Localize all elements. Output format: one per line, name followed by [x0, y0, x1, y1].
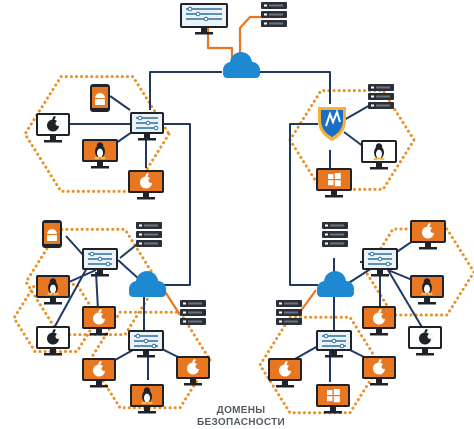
admin-workstation-mid-left[interactable] [82, 248, 118, 277]
server-rack-icon [261, 2, 287, 27]
android-tablet-icon [95, 93, 105, 105]
link-cloud-top-right-branch [258, 71, 331, 104]
admin-workstation-icon [84, 250, 116, 268]
link-ml-android [65, 235, 85, 257]
windows-top-right[interactable] [316, 168, 352, 198]
apple-icon [93, 361, 107, 377]
link-top-admin-cloud [206, 28, 234, 60]
domain-outline-mid-right [364, 227, 474, 317]
mac-mid-left-2[interactable] [36, 326, 70, 356]
admin-workstation-icon [130, 332, 162, 349]
apple-icon [47, 116, 61, 132]
admin-workstation-icon [318, 332, 350, 349]
link-mr-mac-right [387, 269, 427, 335]
cloud-top[interactable] [223, 52, 260, 78]
link-ml-mac [95, 271, 99, 311]
apple-icon [93, 309, 107, 325]
link-tl-android [109, 95, 131, 111]
mac-bottom-right-2[interactable] [362, 356, 396, 386]
server-rack-icon [136, 222, 162, 247]
link-mr-server-left [299, 289, 317, 313]
linux-bottom-left[interactable] [130, 384, 164, 414]
linux-penguin-icon [141, 387, 153, 405]
cloud-icon [317, 271, 354, 297]
caption-line-1: ДОМЕНЫ [216, 405, 266, 416]
windows-bottom-right[interactable] [316, 384, 350, 414]
server-top-right[interactable] [368, 84, 394, 109]
apple-icon [422, 223, 436, 239]
security-shield-icon [318, 107, 346, 141]
linux-penguin-icon [421, 278, 433, 296]
linux-mid-right[interactable] [410, 275, 444, 305]
mac-top-left-2[interactable] [128, 170, 164, 200]
linux-penguin-icon [373, 143, 385, 161]
admin-workstation-bottom-left[interactable] [128, 330, 164, 358]
linux-top-left[interactable] [82, 139, 118, 169]
server-top[interactable] [261, 2, 287, 27]
mac-mid-right-1[interactable] [410, 220, 446, 250]
admin-workstation-top-left[interactable] [130, 112, 164, 141]
mac-bottom-left-2[interactable] [176, 356, 210, 386]
domain-outline-bottom-right [258, 315, 382, 415]
link-tr-server [343, 103, 373, 121]
android-tablet-mid-left[interactable] [42, 220, 62, 248]
server-mid-left-2[interactable] [180, 300, 206, 325]
link-ml-mac-left [53, 265, 89, 329]
admin-workstation-icon [132, 114, 162, 132]
linux-penguin-icon [47, 278, 59, 296]
apple-icon [47, 329, 61, 345]
admin-workstation-mid-right[interactable] [362, 248, 398, 277]
android-tablet-top-left[interactable] [90, 84, 110, 112]
apple-icon [140, 173, 154, 189]
server-rack-icon [368, 84, 394, 109]
cloud-mid-left[interactable] [129, 271, 166, 297]
android-tablet-icon [47, 229, 57, 241]
apple-icon [187, 359, 201, 375]
linux-penguin-icon [94, 142, 106, 160]
link-ml-cloud [117, 259, 141, 281]
admin-workstation-icon [364, 250, 396, 268]
admin-workstation-icon [182, 5, 226, 26]
admin-workstation-top[interactable] [180, 3, 228, 35]
mac-mid-left-1[interactable] [82, 306, 116, 336]
cloud-mid-right[interactable] [317, 271, 354, 297]
link-top-left-to-mid-left [150, 123, 191, 286]
server-mid-right-2[interactable] [276, 300, 302, 325]
apple-icon [373, 309, 387, 325]
link-cloud-top-left-branch [149, 71, 222, 110]
mac-mid-right-3[interactable] [408, 326, 442, 356]
mac-bottom-right-1[interactable] [268, 358, 302, 388]
server-rack-icon [180, 300, 206, 325]
caption-line-2: БЕЗОПАСНОСТИ [196, 417, 286, 428]
mac-top-left-1[interactable] [36, 113, 70, 143]
apple-icon [279, 361, 293, 377]
server-mid-right[interactable] [322, 222, 348, 247]
windows-icon [327, 389, 340, 403]
cloud-icon [223, 52, 260, 78]
link-top-right-to-mid-right [289, 123, 318, 286]
server-rack-icon [276, 300, 302, 325]
apple-icon [419, 329, 433, 345]
mac-mid-right-2[interactable] [362, 306, 396, 336]
cloud-icon [129, 271, 166, 297]
domain-outline-mid-left-a [24, 227, 160, 337]
network-nodes [36, 2, 446, 414]
server-mid-left[interactable] [136, 222, 162, 247]
windows-icon [328, 173, 341, 187]
server-rack-icon [322, 222, 348, 247]
apple-icon [373, 359, 387, 375]
linux-top-right[interactable] [361, 140, 397, 170]
security-shield-top-right[interactable] [318, 107, 346, 141]
admin-workstation-bottom-right[interactable] [316, 330, 352, 358]
linux-mid-left[interactable] [36, 275, 70, 305]
link-ml-server-right [163, 289, 181, 316]
mac-bottom-left-1[interactable] [82, 358, 116, 388]
